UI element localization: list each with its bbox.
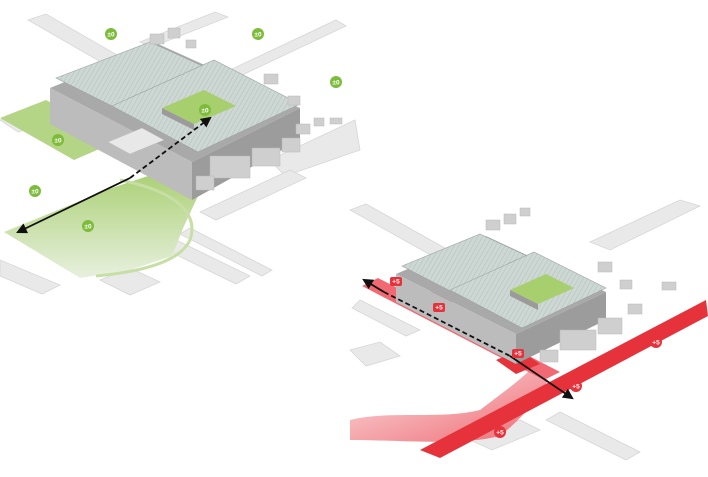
right-courtyard <box>510 274 574 304</box>
svg-text:±0: ±0 <box>254 32 262 39</box>
level-marker: ±0 <box>29 185 41 197</box>
level-marker: +5 <box>494 426 506 438</box>
svg-text:+5: +5 <box>392 279 400 286</box>
right-passage-arrow <box>362 278 574 400</box>
level-marker: +5 <box>650 336 662 348</box>
left-passage-arrow <box>16 116 212 234</box>
svg-text:+5: +5 <box>572 384 580 391</box>
svg-text:±0: ±0 <box>84 224 92 231</box>
level-marker: +5 <box>433 303 445 312</box>
svg-text:+5: +5 <box>496 430 504 437</box>
green-plaza <box>4 170 198 278</box>
svg-text:±0: ±0 <box>332 80 340 87</box>
svg-text:±0: ±0 <box>201 108 209 115</box>
svg-text:+5: +5 <box>435 305 443 312</box>
right-panel: +5 +5 +5 +5 +5 +5 <box>349 199 708 461</box>
level-marker: ±0 <box>52 134 64 146</box>
svg-text:±0: ±0 <box>31 189 39 196</box>
level-marker: ±0 <box>199 104 211 116</box>
svg-text:±0: ±0 <box>54 138 62 145</box>
svg-text:+5: +5 <box>514 351 522 358</box>
level-marker: +5 <box>570 380 582 392</box>
right-building <box>396 207 677 364</box>
left-panel: ±0 ±0 ±0 ±0 ±0 ±0 ±0 <box>0 11 361 296</box>
left-level-markers: ±0 ±0 ±0 ±0 ±0 ±0 ±0 <box>29 28 342 232</box>
level-marker: +5 <box>512 349 524 358</box>
left-streets <box>0 11 361 296</box>
level-marker: ±0 <box>82 220 94 232</box>
svg-text:+5: +5 <box>652 340 660 347</box>
green-plaza-swoosh <box>95 178 194 278</box>
level-marker: ±0 <box>252 28 264 40</box>
left-building <box>50 27 343 200</box>
right-level-markers: +5 +5 +5 +5 +5 +5 <box>390 277 662 438</box>
svg-text:±0: ±0 <box>107 32 115 39</box>
level-marker: ±0 <box>105 28 117 40</box>
level-marker: +5 <box>390 277 402 286</box>
left-courtyard <box>162 90 236 124</box>
level-marker: ±0 <box>330 76 342 88</box>
